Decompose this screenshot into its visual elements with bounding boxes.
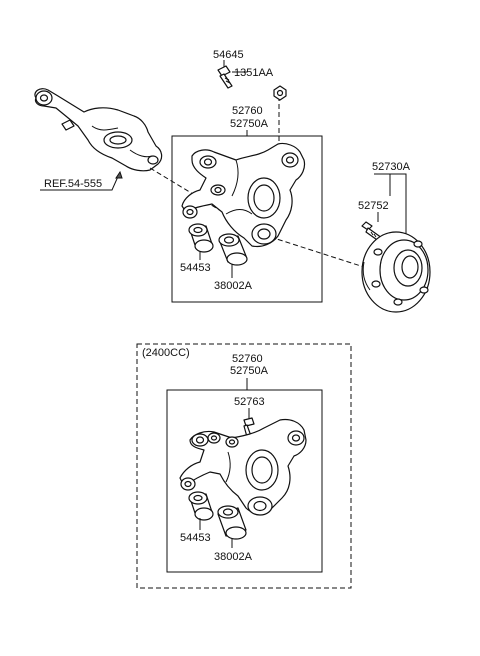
knuckle-top: [181, 142, 306, 248]
label-52760: 52760: [232, 105, 263, 117]
knuckle-variant: [179, 418, 307, 516]
variant-frame: [136, 343, 352, 589]
bolt-54645: [217, 65, 233, 89]
label-54453: 54453: [180, 262, 211, 274]
label-54645: 54645: [213, 49, 244, 61]
variant-label-52750A: 52750A: [230, 365, 269, 377]
variant-label-52760: 52760: [232, 353, 263, 365]
ref-callout: REF.54-555: [40, 170, 123, 191]
bushing-54453-variant: [188, 491, 214, 521]
bushing-38002A-top: [218, 233, 248, 266]
bushing-38002A-variant: [217, 505, 247, 540]
variant-label-52763: 52763: [234, 396, 265, 408]
nut-1351AA: [273, 85, 287, 101]
ref-label: REF.54-555: [44, 178, 102, 190]
label-1351AA: 1351AA: [234, 67, 274, 79]
variant-part-box: [166, 389, 323, 573]
label-52730A: 52730A: [372, 161, 411, 173]
leader-52730A: [374, 173, 407, 248]
label-52750A: 52750A: [230, 118, 269, 130]
trailing-arm: [34, 88, 163, 172]
label-52752: 52752: [358, 200, 389, 212]
variant-label-38002A: 38002A: [214, 551, 253, 563]
bushing-54453-top: [188, 223, 214, 253]
label-38002A: 38002A: [214, 280, 253, 292]
variant-caption: (2400CC): [142, 347, 190, 359]
variant-label-54453: 54453: [180, 532, 211, 544]
top-part-box: [171, 135, 323, 303]
hub-assembly-52730A: [361, 231, 431, 313]
